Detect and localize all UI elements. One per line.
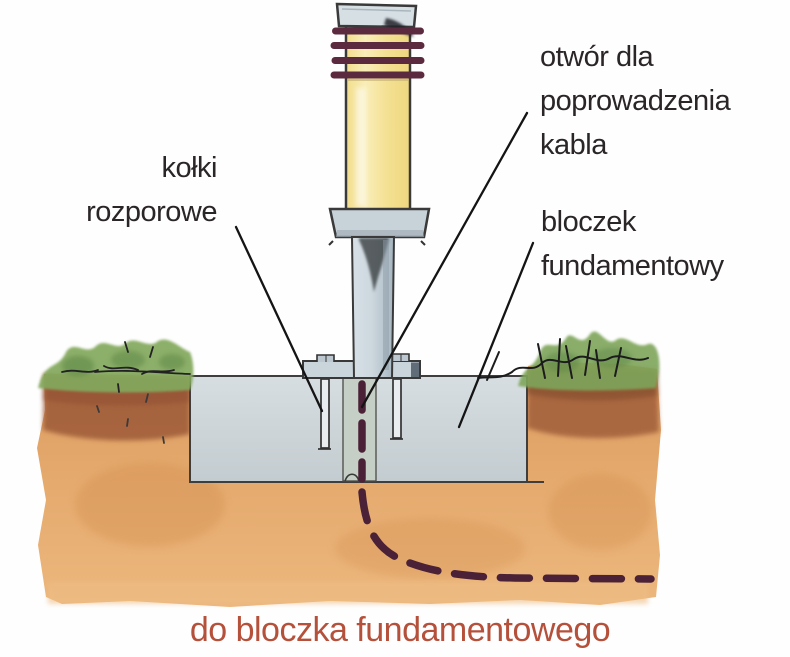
soil-blotch: [548, 474, 652, 550]
lamp-rings: [330, 27, 425, 79]
collar-underside-shade: [336, 230, 424, 237]
label-kolki-rozporowe: kołki rozporowe: [86, 146, 217, 234]
grass-left-ink: [61, 341, 191, 393]
grass-left-shade: [111, 351, 145, 369]
leader-otwor: [360, 111, 529, 409]
grass-right-baseline-ink: [477, 355, 649, 379]
label-otwor-dla-kabla: otwór dla poprowadzenia kabla: [540, 35, 731, 167]
leader-bloczek: [457, 241, 535, 429]
leader-kolki: [234, 225, 324, 413]
channel-bottom-arc: [344, 473, 360, 482]
lamp-cap-inner-line: [341, 8, 412, 12]
label-bloczek-line2: fundamentowy: [541, 250, 724, 282]
label-kolki-line2: rozporowe: [86, 196, 217, 228]
lamp-ring: [331, 57, 425, 64]
grass-left: [38, 339, 194, 393]
label-otwor-line1: otwór dla: [540, 41, 654, 73]
cable: [358, 380, 655, 583]
grass-right-blob: [518, 331, 660, 391]
post-top-ink-smudge: [359, 238, 389, 292]
cable-curve-dashes: [358, 488, 655, 583]
label-otwor-line3: kabla: [540, 129, 607, 161]
caption-do-bloczka: do bloczka fundamentowego: [189, 611, 611, 649]
label-kolki-line1: kołki: [161, 152, 217, 184]
grass-left-shade: [159, 354, 185, 370]
label-bloczek-line1: bloczek: [541, 206, 636, 238]
soil-blotch: [335, 518, 525, 578]
lamp-body-highlight: [356, 88, 366, 206]
soil-bottom-wash: [48, 582, 648, 604]
grass-right: [477, 331, 660, 391]
leader-lines: [234, 111, 535, 429]
collar-tick-left: [328, 240, 334, 246]
soil-ink-ticks: [96, 393, 165, 444]
base-plate-shadow-end: [411, 362, 419, 377]
lamp-ring: [332, 27, 424, 35]
soil-blotch: [75, 463, 225, 547]
lamp-post: [328, 2, 431, 379]
lamp-ring: [330, 42, 425, 49]
lamp-cap: [335, 2, 418, 29]
lamp-ring: [330, 71, 425, 79]
label-otwor-line2: poprowadzenia: [540, 85, 731, 117]
label-bloczek-fundamentowy: bloczek fundamentowy: [541, 200, 724, 288]
post-shade-streak: [383, 240, 389, 370]
collar-tick-right: [420, 240, 426, 246]
grass-left-shade: [62, 356, 94, 376]
lamp-body: [344, 19, 412, 215]
